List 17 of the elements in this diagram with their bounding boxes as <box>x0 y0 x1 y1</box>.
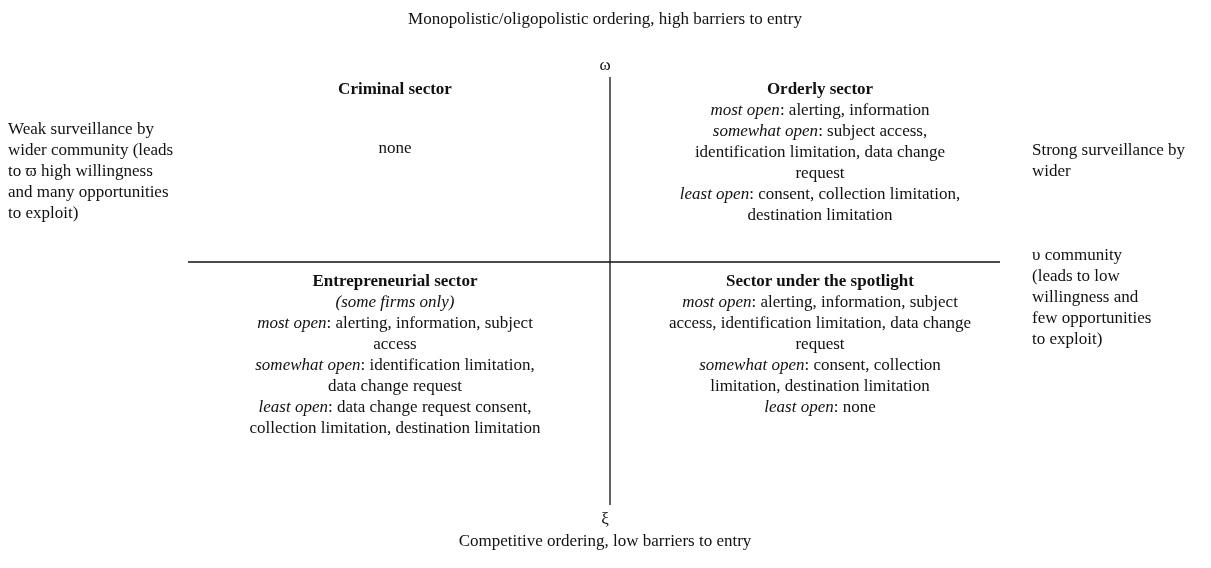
axis-title: Competitive ordering, low barriers to entry <box>457 530 753 551</box>
axis-symbol: ω <box>598 54 612 75</box>
quadrant-text: most open: alerting, information <box>709 99 931 120</box>
quadrant-text: least open: consent, collection limitation, destination limitation <box>678 183 962 225</box>
axis-symbol: ξ <box>600 508 610 529</box>
quadrant-heading: Entrepreneurial sector <box>311 270 479 291</box>
quadrant-text: least open: none <box>763 396 877 417</box>
axis-description: Strong surveillance by wider <box>1032 139 1186 181</box>
quadrant-heading: Orderly sector <box>765 78 875 99</box>
axis-description: Weak surveillance by wider community (leads to ϖ high willingness and many opportunities to exploit) <box>8 118 175 223</box>
quadrant-heading: Criminal sector <box>337 78 453 99</box>
quadrant-text: none <box>377 137 413 158</box>
quadrant-heading: Sector under the spotlight <box>725 270 915 291</box>
axis-description: υ community (leads to low willingness and few opportunities to exploit) <box>1032 244 1153 349</box>
quadrant-text: least open: data change request consent, collection limitation, destination limitation <box>248 396 542 438</box>
quadrant-text: (some firms only) <box>334 291 456 312</box>
axis-title: Monopolistic/oligopolistic ordering, high barriers to entry <box>407 8 803 29</box>
